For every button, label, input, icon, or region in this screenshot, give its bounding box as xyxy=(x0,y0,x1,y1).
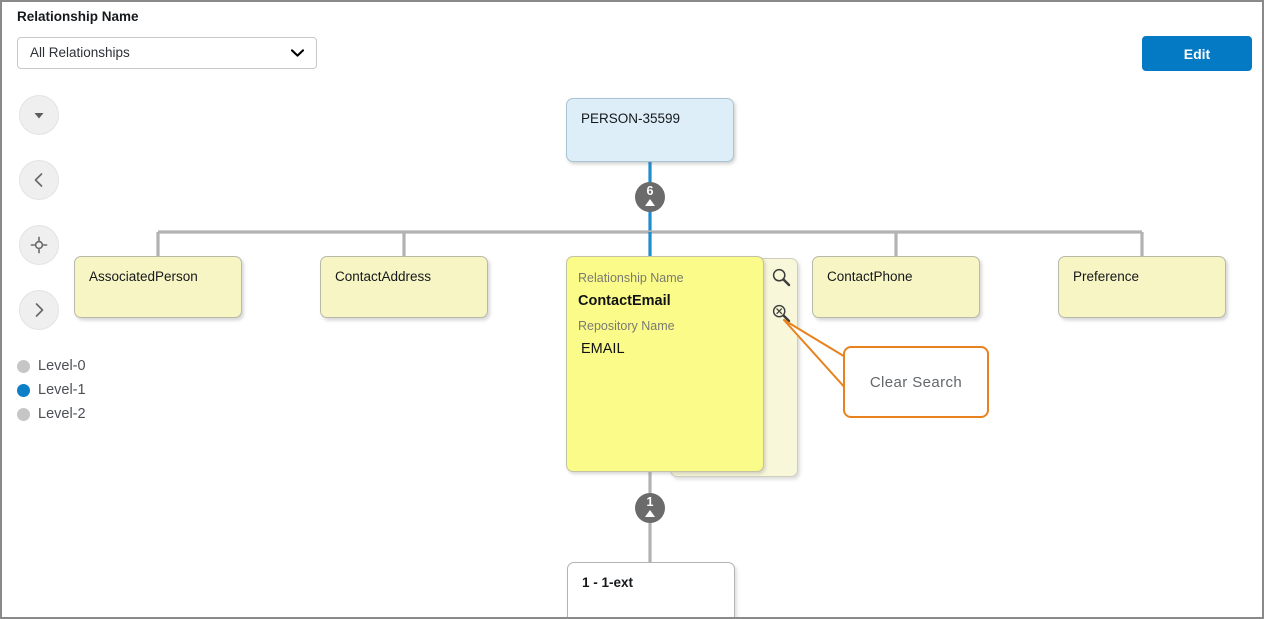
relationship-name-field-label: Relationship Name xyxy=(578,271,684,285)
previous-button[interactable] xyxy=(19,160,59,200)
node-title: 1 - 1-ext xyxy=(582,575,634,590)
root-count-badge[interactable]: 6 xyxy=(635,182,665,212)
callout-text: Clear Search xyxy=(869,373,963,391)
relationship-name-field-value: ContactEmail xyxy=(578,293,671,309)
legend-label: Level-1 xyxy=(38,382,86,398)
node-title: PERSON-35599 xyxy=(581,111,681,126)
legend-item-level-2[interactable]: Level-2 xyxy=(17,402,86,426)
repository-name-field-label: Repository Name xyxy=(578,319,675,333)
clear-search-callout: Clear Search xyxy=(843,346,989,418)
node-associated-person[interactable]: AssociatedPerson xyxy=(74,256,242,318)
node-title: AssociatedPerson xyxy=(89,269,198,284)
node-contact-email[interactable]: Relationship Name ContactEmail Repositor… xyxy=(566,256,764,472)
legend-item-level-0[interactable]: Level-0 xyxy=(17,354,86,378)
center-button[interactable] xyxy=(19,225,59,265)
chevron-right-icon xyxy=(30,301,48,319)
chevron-down-icon xyxy=(291,49,304,57)
relationship-name-select[interactable]: All Relationships xyxy=(17,37,317,69)
node-title: ContactAddress xyxy=(335,269,432,284)
legend-dot-icon xyxy=(17,407,30,421)
relationship-name-label: Relationship Name xyxy=(17,9,139,24)
triangle-down-icon xyxy=(31,107,47,123)
legend-label: Level-2 xyxy=(38,406,86,422)
crosshair-icon xyxy=(30,236,48,254)
triangle-up-icon xyxy=(645,199,655,206)
edit-button[interactable]: Edit xyxy=(1142,36,1252,71)
badge-count: 6 xyxy=(646,184,654,198)
badge-count: 1 xyxy=(646,495,654,509)
node-title: Preference xyxy=(1073,269,1140,284)
legend-dot-icon xyxy=(17,383,30,397)
node-1-1-ext[interactable]: 1 - 1-ext xyxy=(567,562,735,617)
next-button[interactable] xyxy=(19,290,59,330)
level-legend: Level-0 Level-1 Level-2 xyxy=(17,354,86,426)
triangle-up-icon xyxy=(645,510,655,517)
leaf-count-badge[interactable]: 1 xyxy=(635,493,665,523)
chevron-left-icon xyxy=(30,171,48,189)
clear-search-icon[interactable] xyxy=(770,302,792,324)
collapse-button[interactable] xyxy=(19,95,59,135)
search-icon[interactable] xyxy=(770,266,792,288)
legend-label: Level-0 xyxy=(38,358,86,374)
legend-item-level-1[interactable]: Level-1 xyxy=(17,378,86,402)
repository-name-field-value: EMAIL xyxy=(581,341,625,357)
node-title: ContactPhone xyxy=(827,269,913,284)
legend-dot-icon xyxy=(17,359,30,373)
node-person-35599[interactable]: PERSON-35599 xyxy=(566,98,734,162)
relationship-name-value: All Relationships xyxy=(30,45,130,60)
node-contact-address[interactable]: ContactAddress xyxy=(320,256,488,318)
node-preference[interactable]: Preference xyxy=(1058,256,1226,318)
node-contact-phone[interactable]: ContactPhone xyxy=(812,256,980,318)
